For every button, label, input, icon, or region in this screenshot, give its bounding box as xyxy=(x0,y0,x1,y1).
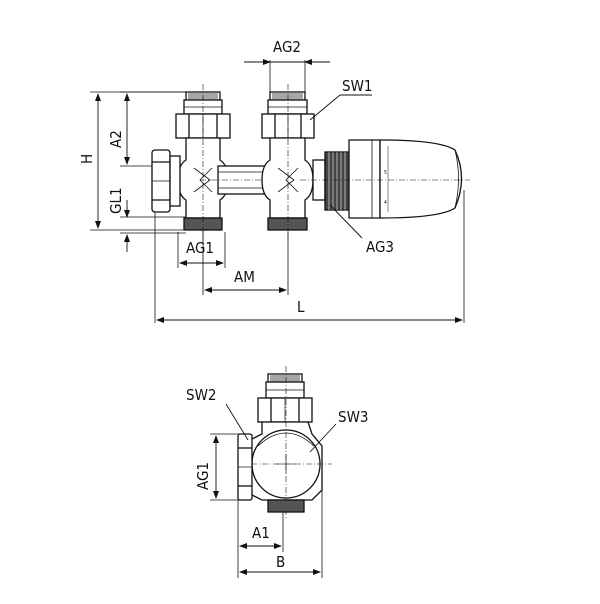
leader-lines xyxy=(309,94,372,239)
label-a1: A1 xyxy=(252,524,270,542)
label-ag2: AG2 xyxy=(273,38,301,56)
label-h: H xyxy=(78,154,96,164)
side-view xyxy=(210,366,337,578)
label-l: L xyxy=(297,298,305,316)
left-side-cap xyxy=(151,149,181,213)
front-view xyxy=(90,59,470,323)
label-gl1: GL1 xyxy=(107,187,125,214)
dimension-lines xyxy=(95,59,463,323)
label-sw2: SW2 xyxy=(186,386,217,404)
label-ag1-front: AG1 xyxy=(186,239,214,257)
scale-mark-4: 4 xyxy=(384,200,387,206)
label-b: B xyxy=(276,553,285,571)
label-am: AM xyxy=(234,268,255,286)
label-sw1: SW1 xyxy=(342,77,373,95)
label-ag1-side: AG1 xyxy=(194,462,212,490)
label-a2: A2 xyxy=(107,130,125,148)
thermostat-head xyxy=(300,139,470,219)
label-sw3: SW3 xyxy=(338,408,369,426)
label-ag3: AG3 xyxy=(366,238,394,256)
scale-mark-5: 5 xyxy=(384,170,387,176)
right-body xyxy=(261,137,314,231)
